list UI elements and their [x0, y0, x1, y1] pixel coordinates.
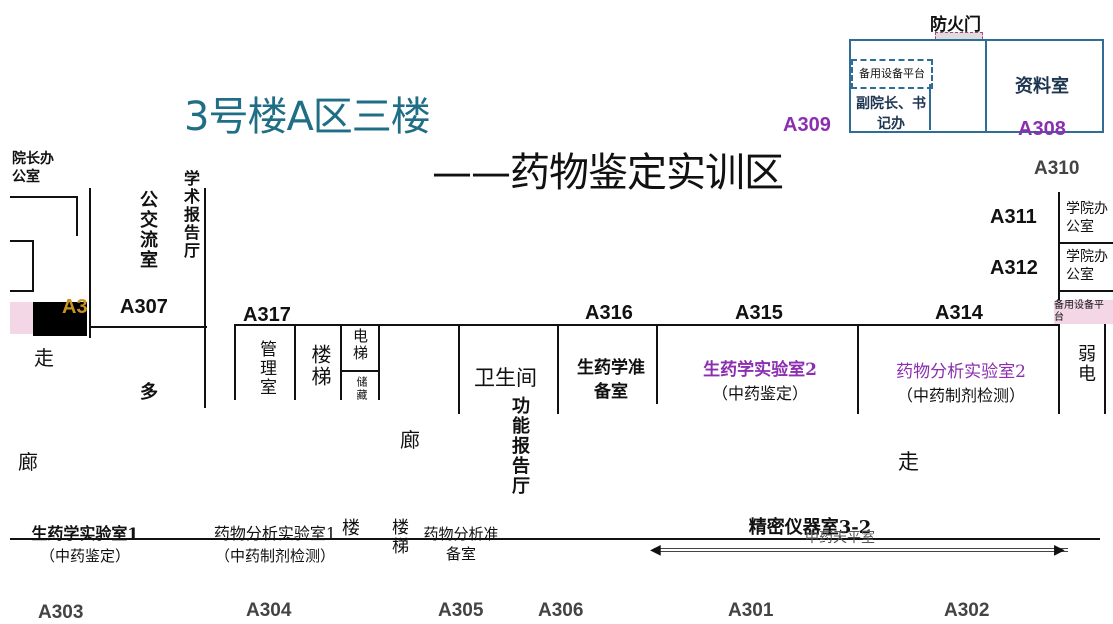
restroom-left-wall	[458, 324, 460, 414]
left-small-room-top	[10, 240, 34, 242]
weak-right-wall	[1104, 324, 1106, 414]
vice-dean-office: 副院长、书记办	[856, 96, 926, 132]
elevator-right-wall	[378, 324, 380, 400]
multi-room: 多	[140, 382, 158, 403]
stairs-marker: 楼	[342, 518, 360, 539]
elevator: 电梯	[351, 328, 369, 362]
corridor-left-bottom: 廊	[18, 450, 38, 474]
page-title: 3号楼A区三楼	[184, 94, 431, 140]
left-small-room-bottom	[10, 290, 34, 292]
right-wall	[1058, 192, 1060, 326]
pink-marker	[10, 302, 34, 334]
pharm-lab-2-sub: （中药鉴定）	[711, 384, 808, 403]
bottom-room-1: 生药学实验室1	[31, 524, 139, 543]
analysis-right-wall	[1058, 324, 1060, 414]
room-code-a310: A310	[1034, 158, 1080, 179]
elevator-divider	[340, 370, 380, 372]
corridor-right: 走	[898, 450, 919, 474]
room-code-a315: A315	[735, 302, 783, 324]
room-code-a3: A3	[62, 296, 88, 318]
bottom-prep-room: 药物分析准备室	[423, 525, 499, 563]
balance-room: 中药天平室	[805, 530, 875, 546]
archive-room: 资料室	[1015, 76, 1069, 97]
black-block	[33, 302, 87, 336]
management-room: 管理室	[256, 340, 276, 397]
arrow-right-icon: ▶	[1054, 542, 1065, 558]
exchange-wall-right	[204, 188, 206, 408]
pharm-prep-room: 生药学准备室	[577, 358, 645, 402]
bottom-room-2: 药物分析实验室1	[213, 524, 337, 543]
bottom-wall	[10, 538, 1100, 540]
analysis-lab-2: 药物分析实验室2	[896, 362, 1026, 382]
restroom-right-wall	[557, 324, 559, 414]
room-code-a311: A311	[990, 206, 1037, 228]
dimension-arrow	[654, 548, 1068, 552]
analysis-lab-2-sub: （中药制剂检测）	[896, 386, 1025, 405]
dean-office: 院长办公室	[12, 151, 54, 185]
room-code-a314: A314	[935, 302, 983, 324]
room-code-a309: A309	[783, 114, 831, 136]
right-office-divider-2	[1058, 290, 1113, 292]
room-code-a304: A304	[246, 600, 292, 621]
fire-door-label: 防火门	[930, 15, 981, 35]
function-hall: 功能报告厅	[509, 396, 530, 496]
corridor-left-top: 走	[34, 346, 54, 370]
pharm-lab-2: 生药学实验室2	[703, 360, 817, 380]
restroom: 卫生间	[474, 366, 537, 390]
room-code-a301: A301	[728, 600, 774, 621]
room-code-a316: A316	[585, 302, 633, 324]
lab2-right-wall	[857, 324, 859, 414]
exchange-room: 公交流室	[137, 190, 158, 270]
academic-hall: 学术报告厅	[181, 170, 200, 260]
room-code-a305: A305	[438, 600, 484, 621]
room-code-a317: A317	[243, 304, 291, 326]
bottom-room-1-sub: （中药鉴定）	[39, 547, 130, 565]
bottom-room-2-sub: （中药制剂检测）	[214, 547, 335, 565]
right-office-2: 学院办公室	[1066, 249, 1108, 283]
room-code-a302: A302	[944, 600, 990, 621]
right-office-1: 学院办公室	[1066, 201, 1108, 235]
storage: 储藏	[355, 376, 368, 402]
corridor-mid: 廊	[400, 428, 420, 452]
stairs-right-wall	[340, 324, 342, 400]
room-code-a303: A303	[38, 602, 84, 623]
bottom-stairs: 楼梯	[388, 518, 408, 556]
weak-electric-room: 弱电	[1075, 344, 1096, 384]
stairs-room: 楼梯	[308, 344, 332, 388]
page-subtitle: ——药物鉴定实训区	[432, 150, 784, 196]
exchange-wall-left	[89, 188, 91, 338]
dean-office-wall	[10, 196, 78, 198]
room-code-a308: A308	[1018, 118, 1066, 140]
middle-top-wall	[234, 324, 1058, 326]
precision-instrument-room: 精密仪器室3-2	[748, 517, 872, 538]
mgmt-left-wall	[234, 324, 236, 400]
annex-divider	[929, 84, 931, 130]
arrow-left-icon: ◀	[650, 542, 661, 558]
right-office-divider	[1058, 242, 1113, 244]
dean-office-side	[76, 196, 78, 236]
room-code-a306: A306	[538, 600, 584, 621]
annex-left-box	[849, 39, 987, 133]
room-code-a312: A312	[990, 257, 1038, 279]
archive-box	[985, 39, 1104, 133]
right-equip-platform: 备用设备平台	[1054, 300, 1113, 324]
mgmt-right-wall	[294, 324, 296, 400]
left-small-room-side	[32, 240, 34, 290]
a307-wall	[89, 326, 207, 328]
room-code-a307: A307	[120, 296, 168, 318]
prep-right-wall	[656, 324, 658, 404]
equipment-platform: 备用设备平台	[851, 59, 933, 89]
